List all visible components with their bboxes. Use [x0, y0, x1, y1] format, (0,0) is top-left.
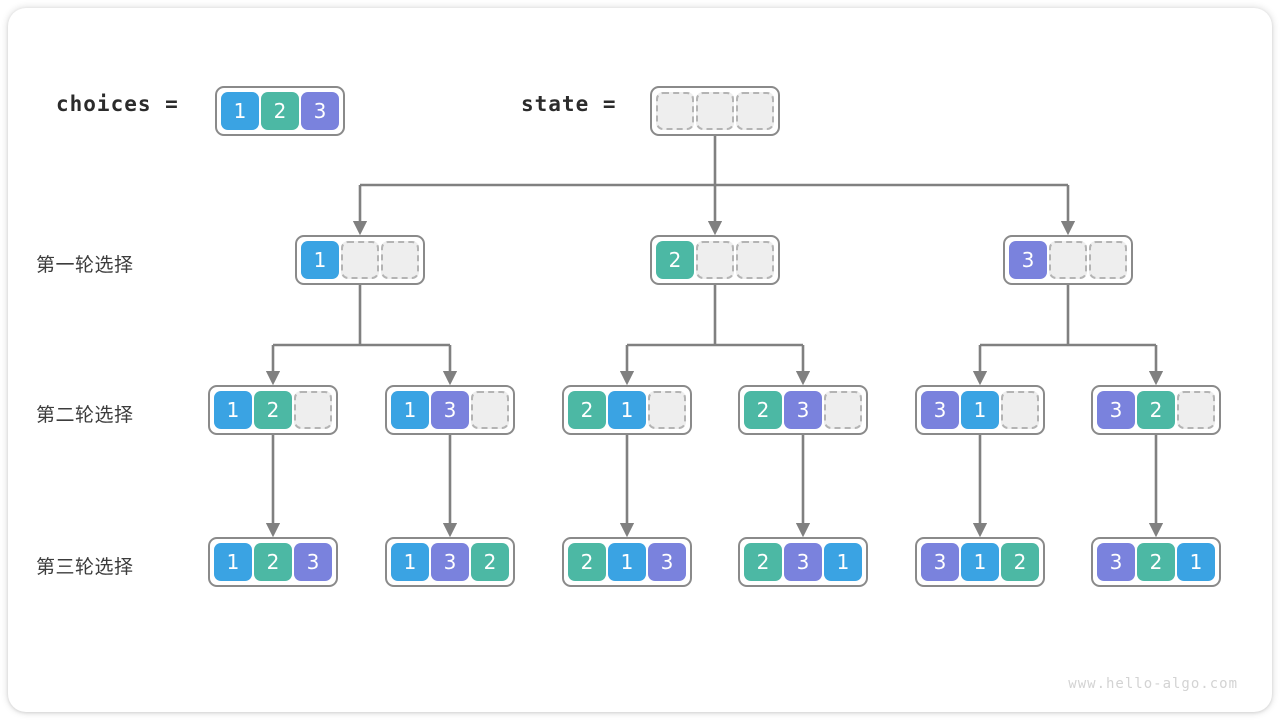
r2n6-cell-2: 2: [1137, 391, 1175, 429]
r3n4-cell-2: 2: [744, 543, 782, 581]
r1n3-cell-empty: [1049, 241, 1087, 279]
row-label-round-3: 第三轮选择: [36, 557, 134, 578]
figure-card: [8, 8, 1272, 712]
r1n2-cell-empty: [696, 241, 734, 279]
r3n4-cell-1: 1: [824, 543, 862, 581]
r2n1-cell-1: 1: [214, 391, 252, 429]
state-cell-empty: [736, 92, 774, 130]
r3n1-cell-1: 1: [214, 543, 252, 581]
r3n6-cell-2: 2: [1137, 543, 1175, 581]
r2n6-cell-empty: [1177, 391, 1215, 429]
r3n3-cell-3: 3: [648, 543, 686, 581]
r2n4-cell-3: 3: [784, 391, 822, 429]
r2n2-cell-empty: [471, 391, 509, 429]
r2n3-cell-1: 1: [608, 391, 646, 429]
node-row-1-3: 3: [1003, 235, 1133, 285]
r2n2-cell-1: 1: [391, 391, 429, 429]
r3n6-cell-1: 1: [1177, 543, 1215, 581]
r3n6-cell-3: 3: [1097, 543, 1135, 581]
r3n5-cell-2: 2: [1001, 543, 1039, 581]
state-cell-empty: [696, 92, 734, 130]
r2n6-cell-3: 3: [1097, 391, 1135, 429]
r2n3-cell-empty: [648, 391, 686, 429]
state-cell-empty: [656, 92, 694, 130]
choices-label: choices =: [56, 92, 179, 116]
r3n2-cell-1: 1: [391, 543, 429, 581]
r1n2-cell-2: 2: [656, 241, 694, 279]
r1n3-cell-3: 3: [1009, 241, 1047, 279]
r2n4-cell-empty: [824, 391, 862, 429]
node-row-1-1: 1: [295, 235, 425, 285]
watermark: www.hello-algo.com: [1068, 676, 1238, 692]
r2n3-cell-2: 2: [568, 391, 606, 429]
r2n2-cell-3: 3: [431, 391, 469, 429]
r3n3-cell-1: 1: [608, 543, 646, 581]
row-label-round-1: 第一轮选择: [36, 255, 134, 276]
r3n2-cell-3: 3: [431, 543, 469, 581]
state-array: [650, 86, 780, 136]
r1n3-cell-empty: [1089, 241, 1127, 279]
row-label-round-2: 第二轮选择: [36, 405, 134, 426]
r2n5-cell-3: 3: [921, 391, 959, 429]
r2n1-cell-2: 2: [254, 391, 292, 429]
r1n2-cell-empty: [736, 241, 774, 279]
r2n4-cell-2: 2: [744, 391, 782, 429]
r2n1-cell-empty: [294, 391, 332, 429]
r3n5-cell-1: 1: [961, 543, 999, 581]
r1n1-cell-1: 1: [301, 241, 339, 279]
r3n4-cell-3: 3: [784, 543, 822, 581]
choices-cell-3: 3: [301, 92, 339, 130]
r3n5-cell-3: 3: [921, 543, 959, 581]
choices-cell-2: 2: [261, 92, 299, 130]
r3n3-cell-2: 2: [568, 543, 606, 581]
r3n1-cell-2: 2: [254, 543, 292, 581]
r1n1-cell-empty: [341, 241, 379, 279]
r2n5-cell-empty: [1001, 391, 1039, 429]
state-label: state =: [521, 92, 617, 116]
choices-cell-1: 1: [221, 92, 259, 130]
r1n1-cell-empty: [381, 241, 419, 279]
r2n5-cell-1: 1: [961, 391, 999, 429]
r3n1-cell-3: 3: [294, 543, 332, 581]
r3n2-cell-2: 2: [471, 543, 509, 581]
node-row-1-2: 2: [650, 235, 780, 285]
